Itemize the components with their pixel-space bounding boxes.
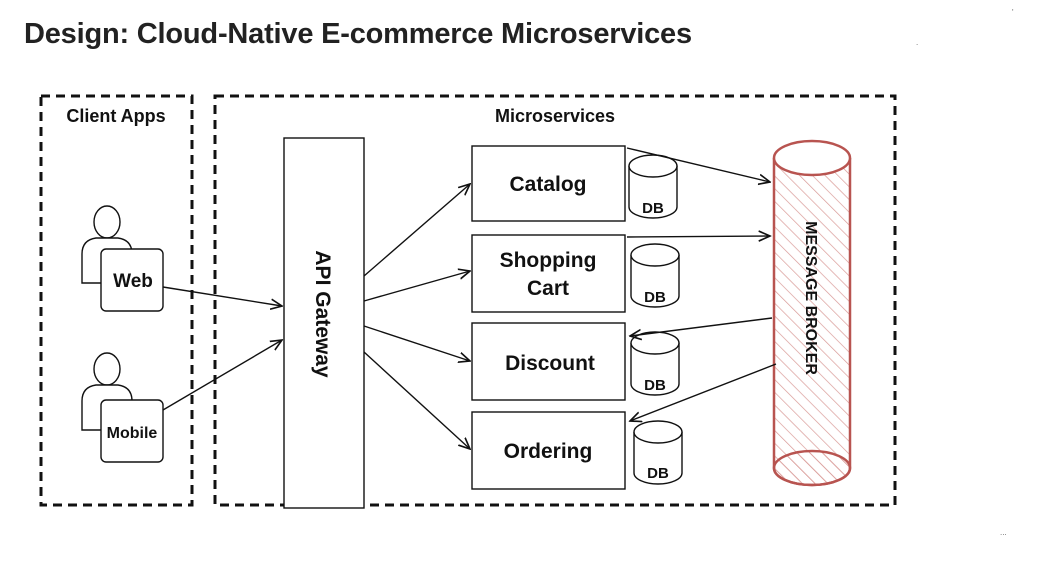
database-icon [630, 243, 680, 308]
discount-service: Discount [471, 322, 626, 401]
broker-to-discount-arrow [630, 317, 773, 336]
ordering-service: Ordering [471, 411, 626, 490]
stray-mark-bottom: ... [1000, 528, 1007, 537]
gateway-to-discount-arrow [363, 325, 470, 361]
web-client: Web [81, 205, 164, 312]
discount-db: DB [630, 331, 680, 396]
mobile-app-box [100, 399, 164, 463]
mobile-to-gateway-arrow [162, 340, 282, 411]
shopping-cart-service: Shopping Cart [471, 234, 626, 313]
client-apps-label: Client Apps [66, 106, 165, 126]
message-broker: MESSAGE BROKER [772, 139, 852, 487]
catalog-db: DB [628, 154, 678, 219]
gateway-to-catalog-arrow [363, 184, 470, 277]
api-gateway-box [283, 137, 365, 509]
microservices-group [213, 94, 897, 507]
mobile-label: Mobile [107, 425, 158, 442]
client-apps-group [39, 94, 194, 507]
shopping-cart-db: DB [630, 243, 680, 308]
ordering-db: DB [633, 420, 683, 485]
database-icon [633, 420, 683, 485]
stray-mark-dot: . [916, 38, 919, 47]
gateway-to-ordering-arrow [363, 351, 470, 449]
stray-mark-top: ' [1012, 8, 1014, 17]
gateway-to-cart-arrow [363, 271, 470, 302]
db-label: DB [644, 377, 666, 394]
web-label: Web [113, 271, 153, 292]
message-broker-label: MESSAGE BROKER [802, 221, 819, 375]
web-app-box [100, 248, 164, 312]
db-label: DB [642, 200, 664, 217]
catalog-label: Catalog [509, 173, 586, 196]
broker-to-ordering-arrow [630, 363, 777, 421]
microservices-label: Microservices [495, 106, 615, 126]
db-label: DB [644, 289, 666, 306]
catalog-to-broker-arrow [626, 147, 770, 182]
cart-to-broker-arrow [626, 236, 770, 237]
shopping-cart-label-line1: Shopping [500, 249, 597, 272]
discount-label: Discount [505, 352, 595, 375]
page-title: Design: Cloud-Native E-commerce Microser… [24, 18, 692, 50]
api-gateway-label: API Gateway [311, 250, 334, 378]
database-icon [630, 331, 680, 396]
web-to-gateway-arrow [162, 286, 282, 306]
connectors [162, 147, 777, 449]
shopping-cart-label-line2: Cart [527, 277, 569, 300]
mobile-client: Mobile [81, 352, 164, 463]
catalog-service: Catalog [471, 145, 626, 222]
ordering-label: Ordering [504, 440, 593, 463]
db-label: DB [647, 465, 669, 482]
database-icon [628, 154, 678, 219]
